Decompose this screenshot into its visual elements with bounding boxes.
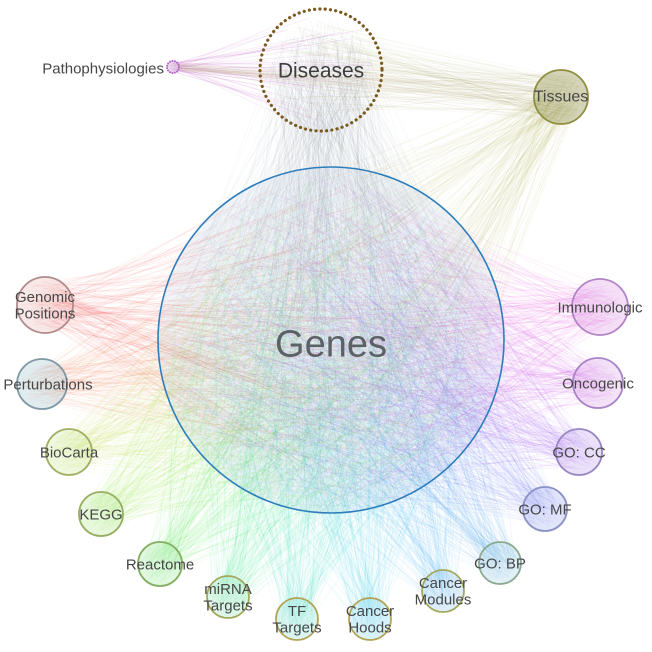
edge-layer [21,14,624,637]
node-go-bp[interactable] [478,541,522,585]
edge-bundle-oncogenic-genes [175,177,619,500]
edge-bundle-cancer-modules-genes [170,190,492,609]
label-kegg: KEGG [79,506,122,523]
label-immunologic: Immunologic [557,299,643,316]
node-tf-targets[interactable] [275,597,319,641]
edge-bundle-pathophysiologies-tissues [168,62,582,123]
node-go-mf[interactable] [522,486,568,532]
node-layer [16,7,629,641]
edge-bundle-mirna-targets-genes [170,180,489,615]
edge-bundle-tissues-genes [165,75,582,504]
node-cancer-hoods[interactable] [348,597,392,641]
node-immunologic[interactable] [571,278,629,336]
label-oncogenic: Oncogenic [562,375,634,392]
node-oncogenic[interactable] [572,357,624,409]
edge-bundle-reactome-genes [141,179,496,583]
edge-bundle-go-bp-genes [172,182,518,581]
label-diseases: Diseases [278,59,364,82]
node-genes[interactable] [157,166,505,514]
node-mirna-targets[interactable] [206,575,250,619]
label-perturbations: Perturbations [3,376,92,393]
node-perturbations[interactable] [16,358,68,410]
node-genomic-positions[interactable] [16,276,74,334]
node-tissues[interactable] [533,69,589,125]
node-go-cc[interactable] [555,428,603,476]
node-cancer-modules[interactable] [421,569,465,613]
node-reactome[interactable] [137,541,183,587]
edge-bundle-biocarta-genes [49,172,493,501]
edge-bundle-tf-targets-genes [180,175,494,636]
edge-bundle-diseases-tissues [274,19,587,123]
edge-bundle-perturbations-genes [21,187,492,501]
edge-bundle-kegg-genes [82,181,490,533]
label-biocarta: BioCarta [40,444,99,461]
edge-bundle-genomic-positions-genes [21,173,495,502]
edge-bundle-pathophysiologies-diseases [168,14,372,129]
label-go-cc: GO: CC [552,444,606,461]
label-reactome: Reactome [126,556,194,573]
label-go-bp: GO: BP [474,555,526,572]
edge-bundle-immunologic-genes [168,173,624,507]
node-diseases[interactable] [258,7,384,133]
label-layer: Genes Diseases PathophysiologiesTissuesGen… [3,59,643,636]
label-pathophysiologies: Pathophysiologies [42,60,164,77]
node-kegg[interactable] [78,491,124,537]
edge-bundle-go-mf-genes [171,177,564,528]
edge-bundle-diseases-genes [164,19,494,507]
node-pathophysiologies[interactable] [166,60,180,74]
label-tissues: Tissues [534,89,589,106]
label-genes: Genes [275,323,387,365]
edge-bundle-cancer-hoods-genes [179,186,490,637]
node-biocarta[interactable] [45,428,93,476]
label-go-mf: GO: MF [518,501,571,518]
